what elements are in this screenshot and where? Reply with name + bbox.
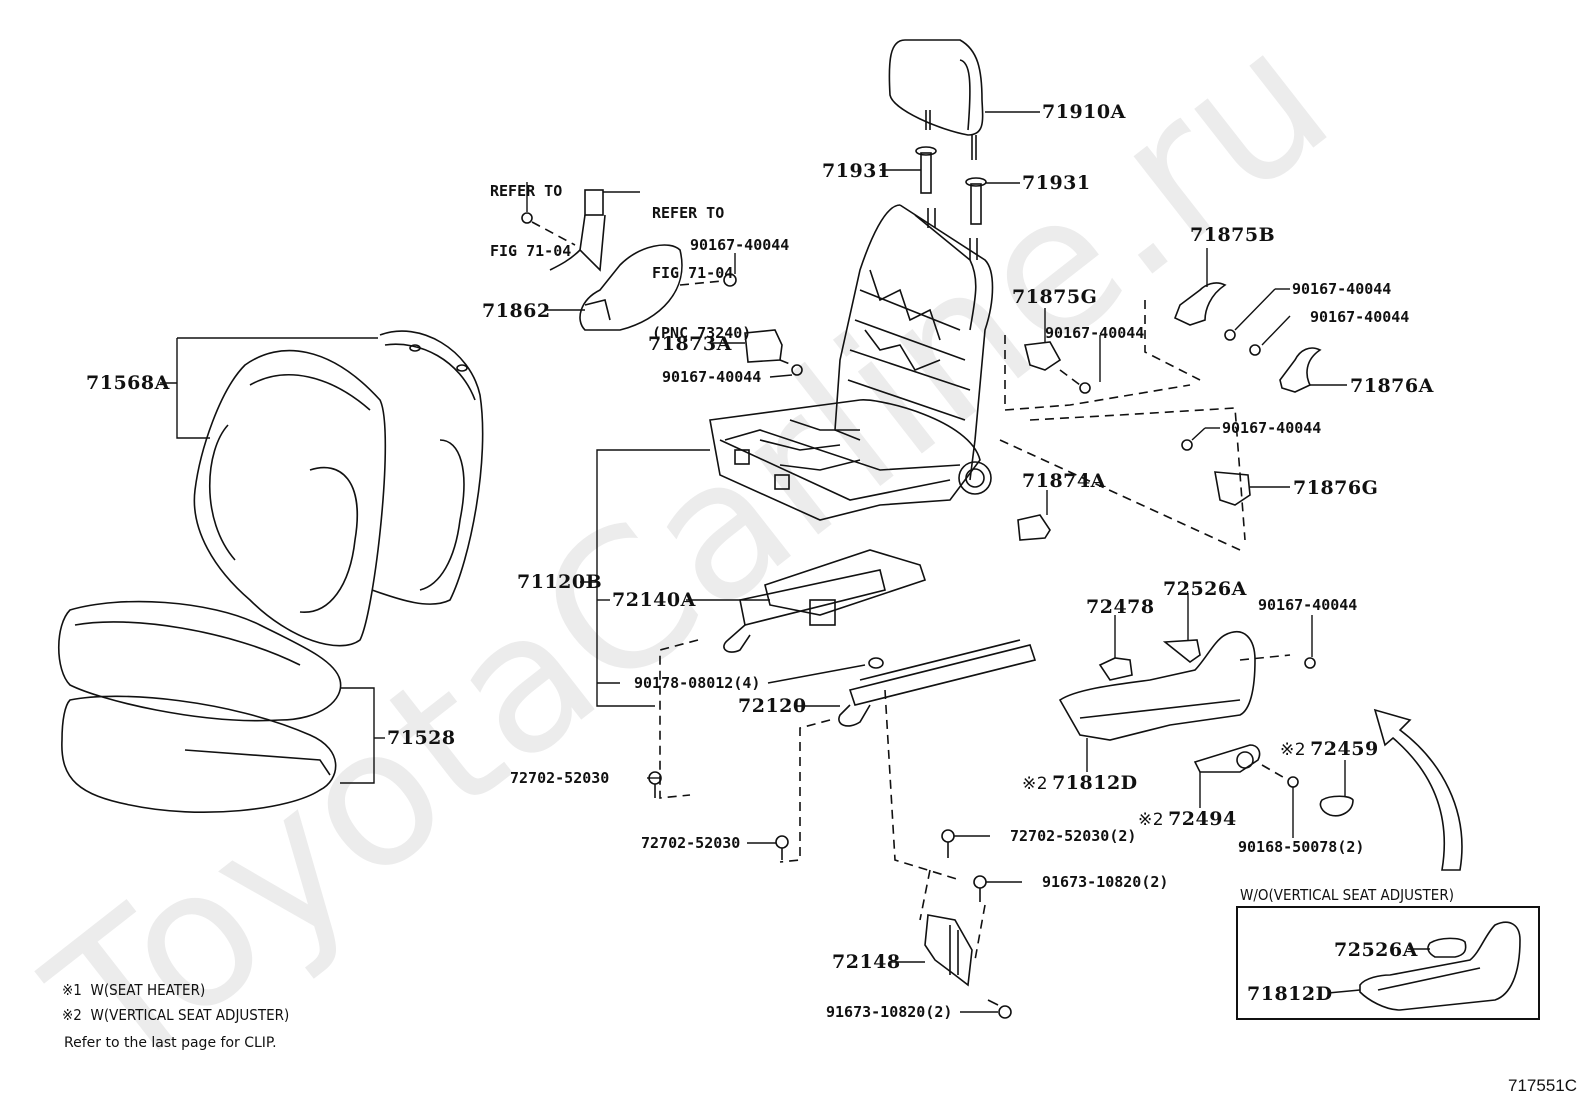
part-label-71874a[interactable]: 71874A xyxy=(1022,470,1106,492)
inset-box xyxy=(1236,906,1540,1020)
cover-71876a-drawing[interactable] xyxy=(1279,347,1322,393)
note-mark: ※2 xyxy=(62,1006,82,1024)
note-mark: ※1 xyxy=(62,981,82,999)
part-label-90167-40044-shield[interactable]: 90167-40044 xyxy=(690,236,790,254)
part-label-91673-10820-2-upper[interactable]: 91673-10820(2) xyxy=(1042,873,1169,891)
arrow-to-inset xyxy=(1373,708,1463,871)
note-text: W(VERTICAL SEAT ADJUSTER) xyxy=(90,1006,290,1024)
part-label-71862[interactable]: 71862 xyxy=(482,300,551,322)
refer-line-1: REFER TO xyxy=(652,204,725,222)
part-number: 71812D xyxy=(1052,772,1138,794)
part-label-91673-10820-2-lower[interactable]: 91673-10820(2) xyxy=(826,1003,953,1021)
part-label-90167-40044-71875g[interactable]: 90167-40044 xyxy=(1045,324,1145,342)
cushion-cover-drawing[interactable] xyxy=(57,600,342,814)
part-label-90178-08012[interactable]: 90178-08012(4) xyxy=(634,674,761,692)
part-label-71568a[interactable]: 71568A xyxy=(86,372,170,394)
note-mark-2: ※2 xyxy=(1280,740,1307,760)
cover-71876g-drawing[interactable] xyxy=(1214,471,1251,506)
part-label-72702-52030-a[interactable]: 72702-52030 xyxy=(510,769,610,787)
note-2: ※2 W(VERTICAL SEAT ADJUSTER) xyxy=(62,1008,289,1023)
part-label-72140a[interactable]: 72140A xyxy=(612,589,696,611)
part-label-72120[interactable]: 72120 xyxy=(738,695,807,717)
cover-71875b-drawing[interactable] xyxy=(1173,282,1227,326)
inset-title: W/O(VERTICAL SEAT ADJUSTER) xyxy=(1240,886,1454,904)
bracket-71873a-drawing[interactable] xyxy=(744,329,783,363)
refer-line-2: FIG 71-04 xyxy=(652,264,734,282)
inset-knob-drawing[interactable] xyxy=(1427,937,1467,958)
part-label-72526a[interactable]: 72526A xyxy=(1163,578,1247,600)
back-cover-drawing[interactable] xyxy=(193,330,484,647)
part-label-90167-40044-71876g[interactable]: 90167-40044 xyxy=(1222,419,1322,437)
seatbelt-buckle-drawing[interactable] xyxy=(549,189,606,272)
adjuster-outer-drawing[interactable] xyxy=(838,639,1037,727)
switch-72478-drawing[interactable] xyxy=(1098,657,1133,681)
part-label-90167-40044-71875b[interactable]: 90167-40044 xyxy=(1292,280,1392,298)
part-label-71873a[interactable]: 71873A xyxy=(648,333,732,355)
part-label-71876g[interactable]: 71876G xyxy=(1293,477,1379,499)
part-number: 72459 xyxy=(1310,738,1379,760)
knob-72526a-drawing[interactable] xyxy=(1162,639,1201,663)
part-label-71120b[interactable]: 71120B xyxy=(517,571,603,593)
part-label-71876a[interactable]: 71876A xyxy=(1350,375,1434,397)
bolt-drawings xyxy=(648,771,1012,1019)
headrest-guide-right-drawing[interactable] xyxy=(965,177,987,225)
note-text: W(SEAT HEATER) xyxy=(90,981,206,999)
part-label-90168-50078[interactable]: 90168-50078(2) xyxy=(1238,838,1365,856)
headrest-guide-left-drawing[interactable] xyxy=(915,146,937,194)
refer-line-2: FIG 71-04 xyxy=(490,242,572,260)
knob-72459-drawing[interactable] xyxy=(1319,795,1354,817)
inset-shield-drawing[interactable] xyxy=(1359,921,1521,1011)
part-label-71875b[interactable]: 71875B xyxy=(1190,224,1276,246)
part-label-71910a[interactable]: 71910A xyxy=(1042,101,1126,123)
part-label-71875g[interactable]: 71875G xyxy=(1012,286,1098,308)
part-label-71931-right[interactable]: 71931 xyxy=(1022,172,1091,194)
part-label-72478[interactable]: 72478 xyxy=(1086,596,1155,618)
refer-line-1: REFER TO xyxy=(490,182,563,200)
part-label-72702-52030-2[interactable]: 72702-52030(2) xyxy=(1010,827,1137,845)
note-1: ※1 W(SEAT HEATER) xyxy=(62,983,205,998)
shield-71812d-drawing[interactable] xyxy=(1058,631,1256,741)
refer-to-fig-71-04: REFER TO FIG 71-04 xyxy=(490,141,571,281)
lever-72494-drawing[interactable] xyxy=(1193,744,1261,773)
part-label-90167-40044-71876a[interactable]: 90167-40044 xyxy=(1310,308,1410,326)
cover-71874a-drawing[interactable] xyxy=(1017,514,1051,541)
cover-71875g-drawing[interactable] xyxy=(1024,341,1062,371)
part-label-71931-left[interactable]: 71931 xyxy=(822,160,891,182)
part-label-71528[interactable]: 71528 xyxy=(387,727,456,749)
seat-frame-drawing[interactable] xyxy=(709,204,994,521)
part-label-72148[interactable]: 72148 xyxy=(832,951,901,973)
shield-left-drawing[interactable] xyxy=(579,244,683,331)
part-label-72702-52030-b[interactable]: 72702-52030 xyxy=(641,834,741,852)
inset-part-label-71812d[interactable]: 71812D xyxy=(1247,983,1333,1005)
refer-line-3: (PNC 73240) xyxy=(652,324,752,342)
figure-id: 717551C xyxy=(1508,1076,1578,1095)
adjuster-inner-drawing[interactable] xyxy=(723,549,927,669)
headrest-drawing[interactable] xyxy=(888,39,984,160)
footer-note: Refer to the last page for CLIP. xyxy=(64,1035,277,1051)
note-mark-2: ※2 xyxy=(1022,774,1049,794)
part-label-90167-40044-shield-right[interactable]: 90167-40044 xyxy=(1258,596,1358,614)
note-mark-2: ※2 xyxy=(1138,810,1165,830)
part-label-90167-40044-71873a[interactable]: 90167-40044 xyxy=(662,368,762,386)
inset-part-label-72526a[interactable]: 72526A xyxy=(1334,939,1418,961)
part-number: 72494 xyxy=(1168,808,1237,830)
refer-to-fig-71-04-pnc: REFER TO FIG 71-04 (PNC 73240) xyxy=(652,163,751,363)
bracket-72148-drawing[interactable] xyxy=(924,914,973,987)
